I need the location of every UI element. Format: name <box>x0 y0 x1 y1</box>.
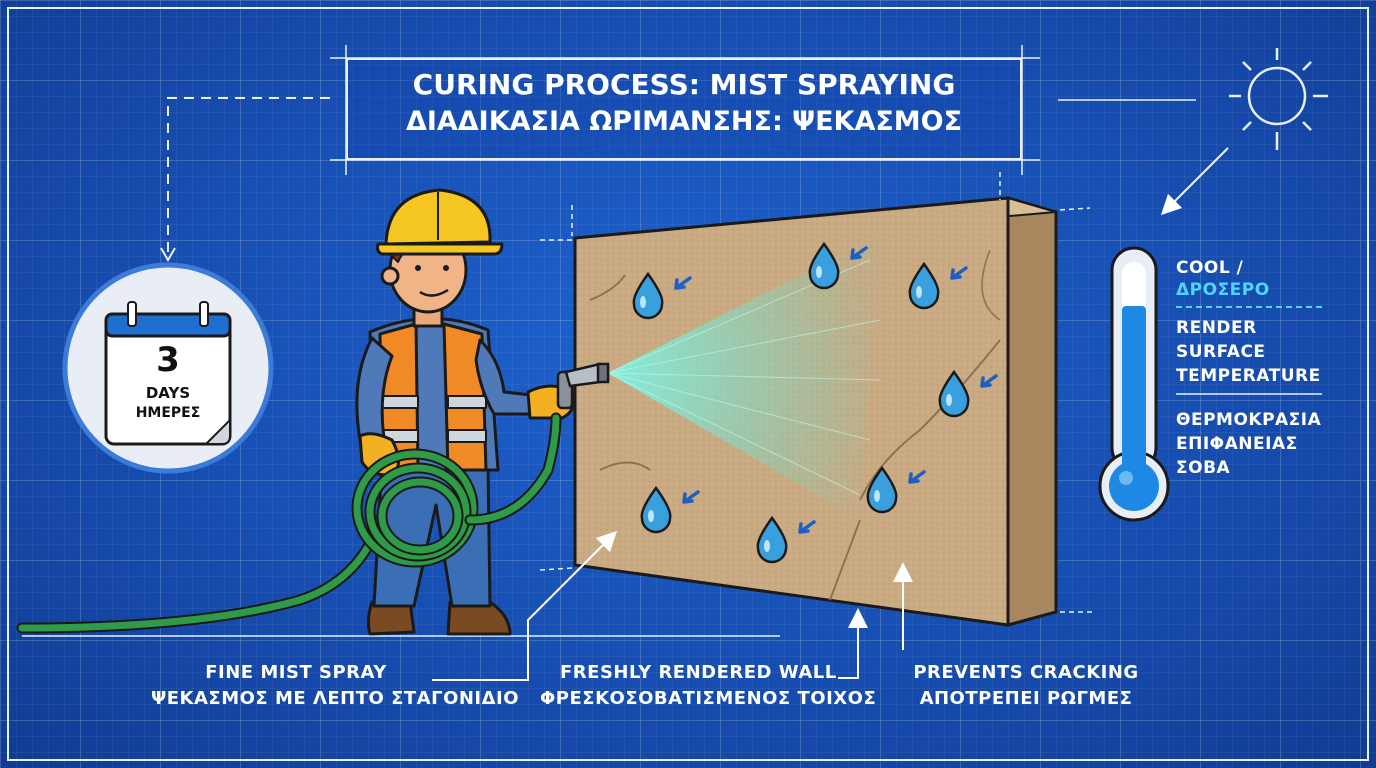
water-drop-icon <box>756 515 816 564</box>
thermo-label-gr-3: ΣΟΒΑ <box>1176 458 1231 478</box>
thermometer-icon <box>1098 246 1170 522</box>
thermo-label-gr-2: ΕΠΙΦΑΝΕΙΑΣ <box>1176 434 1298 454</box>
worker <box>355 188 576 636</box>
calendar-days-label-en: DAYS <box>145 384 191 402</box>
title-greek: ΔΙΑΔΙΚΑΣΙΑ ΩΡΙΜΑΝΣΗΣ: ΨΕΚΑΣΜΟΣ <box>405 106 963 137</box>
sun-icon <box>1229 48 1328 150</box>
caption-crack-gr: ΑΠΟΤΡΕΠΕΙ ΡΩΓΜΕΣ <box>919 688 1133 709</box>
thermo-label-en-1: RENDER <box>1176 318 1257 338</box>
hose <box>18 516 384 632</box>
water-drop-icon <box>908 261 968 310</box>
title-box: CURING PROCESS: MIST SPRAYING ΔΙΑΔΙΚΑΣΙΑ… <box>346 58 1022 160</box>
caption-spray-gr: ΨΕΚΑΣΜΟΣ ΜΕ ΛΕΠΤΟ ΣΤΑΓΟΝΙΔΙΟ <box>150 688 520 709</box>
water-drop-icon <box>866 465 926 514</box>
frame-border <box>7 7 1369 761</box>
caption-wall-en: FRESHLY RENDERED WALL <box>560 662 837 683</box>
mist-spray <box>608 235 880 520</box>
calendar-days-number: 3 <box>156 340 180 380</box>
hose-coil <box>351 412 562 568</box>
thermo-label-gr-1: ΘΕΡΜΟΚΡΑΣΙΑ <box>1176 410 1322 430</box>
calendar-icon <box>62 262 274 474</box>
calendar-days-label-gr: ΗΜΕΡΕΣ <box>135 405 201 421</box>
water-drop-icon <box>808 241 868 290</box>
thermo-label-en-2: SURFACE <box>1176 342 1266 362</box>
thermo-cool-gr: ΔΡΟΣΕΡΟ <box>1176 280 1270 300</box>
hose-nozzle-icon <box>556 362 610 410</box>
title-english: CURING PROCESS: MIST SPRAYING <box>412 68 956 101</box>
rendered-wall <box>573 196 1058 627</box>
title-to-calendar-connector <box>167 97 330 254</box>
water-drop-icon <box>632 271 692 320</box>
caption-spray-en: FINE MIST SPRAY <box>205 662 387 683</box>
caption-wall-gr: ΦΡΕΣΚΟΣΟΒΑΤΙΣΜΕΝΟΣ ΤΟΙΧΟΣ <box>540 688 877 709</box>
thermo-label-en-3: TEMPERATURE <box>1176 366 1321 386</box>
thermo-cool-en: COOL / <box>1176 258 1244 278</box>
caption-crack-en: PREVENTS CRACKING <box>913 662 1139 683</box>
water-drop-icon <box>640 485 700 534</box>
water-drop-icon <box>938 369 998 418</box>
